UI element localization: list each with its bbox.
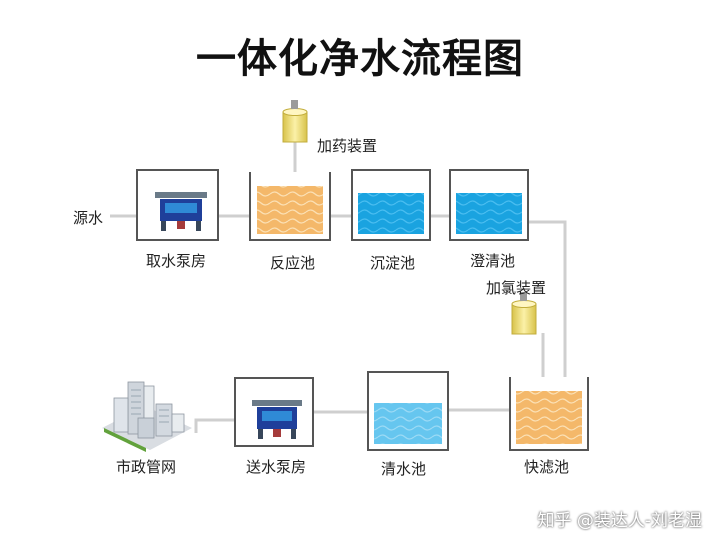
clear-water-tank: [367, 371, 449, 451]
label-fast-filter: 快滤池: [524, 458, 570, 476]
dosing-tank-icon: [282, 100, 308, 143]
label-chlorination-device: 加氯装置: [486, 279, 547, 297]
label-source: 源水: [73, 209, 104, 227]
chlorination-tank-icon: [511, 292, 537, 335]
pump-machine-icon: [252, 400, 302, 439]
label-reaction-tank: 反应池: [270, 254, 316, 272]
pump-machine-icon: [155, 192, 207, 231]
label-clarifier: 澄清池: [470, 252, 516, 270]
reaction-tank: [249, 172, 331, 241]
intake-pump-house: [136, 169, 219, 241]
label-dosing-device: 加药装置: [317, 137, 378, 155]
diagram-title: 一体化净水流程图: [196, 36, 524, 82]
label-intake-pump: 取水泵房: [146, 252, 207, 270]
city-buildings-icon: [102, 381, 192, 452]
label-delivery-pump: 送水泵房: [246, 458, 307, 476]
sedimentation-tank: [351, 169, 431, 241]
fast-filter-tank: [509, 377, 589, 451]
label-municipal-network: 市政管网: [116, 458, 177, 476]
clarifier-tank: [449, 169, 529, 241]
label-sedimentation-tank: 沉淀池: [370, 254, 416, 272]
delivery-pump-house: [234, 377, 314, 447]
label-clear-water-tank: 清水池: [381, 460, 427, 478]
watermark: 知乎 @装达人-刘老湿: [537, 511, 702, 531]
